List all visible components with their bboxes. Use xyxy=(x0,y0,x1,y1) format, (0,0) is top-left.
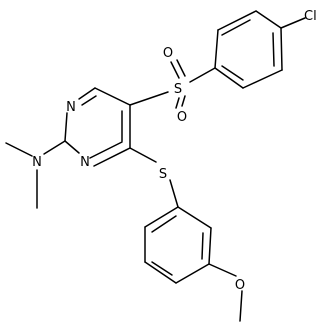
pyrimidine-ring xyxy=(64,87,131,167)
bond-ring-sulfonyl xyxy=(189,67,216,83)
bond-o-methyl xyxy=(239,290,243,322)
atom-o-methoxy: O xyxy=(235,278,245,293)
bond-c2-n-amine xyxy=(43,140,66,155)
chlorophenyl-ring xyxy=(214,10,283,89)
atom-s-thioether: S xyxy=(159,167,167,182)
atom-n-ring-top: N xyxy=(66,100,76,115)
bond-s-o-bottom-a xyxy=(175,97,180,109)
bond-n-methyl-1 xyxy=(5,142,33,157)
bond-s-o-top-a xyxy=(170,61,180,79)
bond-sulfonyl-pyrimidine xyxy=(129,91,169,106)
bond-ring-o-methoxy xyxy=(208,263,237,277)
atom-o-sulfonyl-top: O xyxy=(163,46,173,61)
bond-c4-s xyxy=(129,147,157,163)
atom-o-sulfonyl-bottom: O xyxy=(177,110,187,125)
atom-s-sulfonyl: S xyxy=(174,82,182,97)
atom-n-ring-bottom: N xyxy=(80,155,90,170)
bond-s-o-top-b xyxy=(176,59,186,77)
methoxyphenyl-ring xyxy=(144,206,212,284)
atom-cl: Cl xyxy=(304,9,317,24)
atom-n-amine: N xyxy=(32,155,42,170)
bond-s-o-bottom-b xyxy=(181,95,186,107)
bond-s-ring xyxy=(169,179,179,208)
bond-ring-cl xyxy=(280,17,306,29)
